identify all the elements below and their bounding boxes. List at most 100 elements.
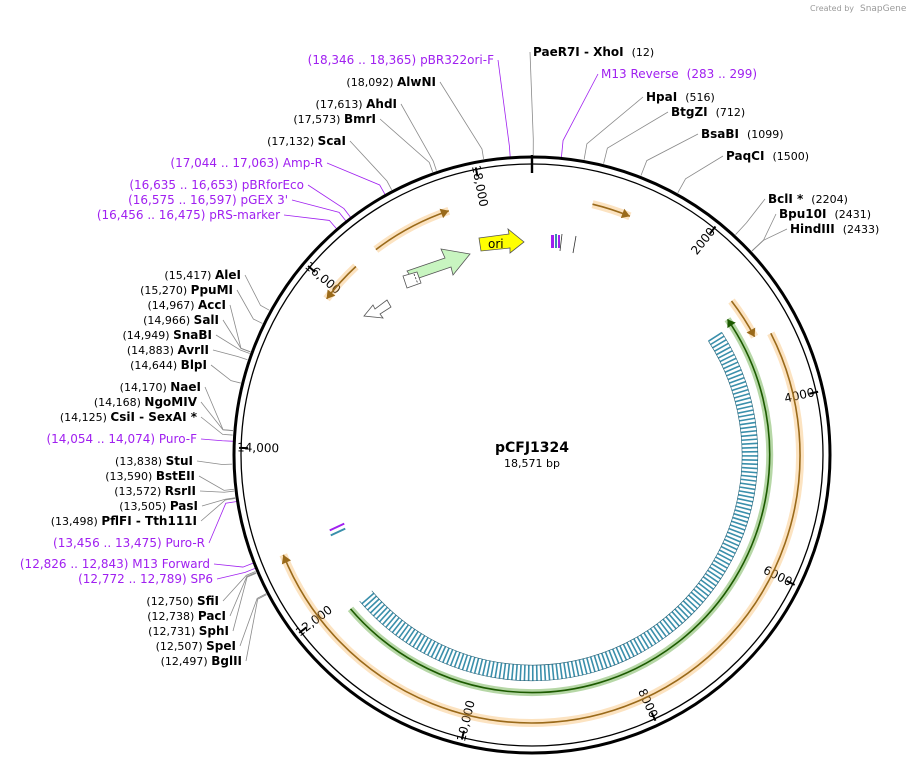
site-label-left-28[interactable]: (12,750) SfiI xyxy=(146,594,219,608)
site-label-left-2[interactable]: (17,613) AhdI xyxy=(316,97,397,111)
repeat-mark xyxy=(732,388,749,395)
repeat-mark xyxy=(713,559,728,570)
repeat-mark xyxy=(649,627,661,643)
leader-BtgZI xyxy=(603,111,669,164)
site-label-left-7[interactable]: (16,575 .. 16,597) pGEX 3' xyxy=(128,193,288,207)
repeat-mark xyxy=(506,663,511,680)
leader-PaeR7I xyxy=(529,51,534,156)
site-label-left-11[interactable]: (14,967) AccI xyxy=(147,298,226,312)
site-position: (14,125) xyxy=(60,411,111,424)
site-label-left-27[interactable]: (12,772 .. 12,789) SP6 xyxy=(78,572,213,586)
site-label-right-5[interactable]: PaqCI(1500) xyxy=(726,149,809,163)
leader-left-11 xyxy=(229,304,251,353)
repeat-mark xyxy=(597,654,604,670)
site-label-left-30[interactable]: (12,731) SphI xyxy=(148,624,229,638)
site-label-left-12[interactable]: (14,966) SalI xyxy=(143,313,219,327)
orange-feature-2[interactable] xyxy=(282,332,801,724)
site-label-left-16[interactable]: (14,170) NaeI xyxy=(120,380,201,394)
repeat-mark xyxy=(735,505,752,511)
site-label-left-21[interactable]: (13,590) BstEII xyxy=(105,469,195,483)
repeat-mark xyxy=(574,660,580,677)
tick-16000 xyxy=(307,265,316,273)
site-label-left-9[interactable]: (15,417) AleI xyxy=(164,268,241,282)
site-label-left-0[interactable]: (18,346 .. 18,365) pBR322ori-F xyxy=(308,53,494,67)
repeat-mark xyxy=(423,639,433,654)
orange-feature-3[interactable] xyxy=(325,265,357,300)
site-name: NaeI xyxy=(170,380,201,394)
repeat-mark xyxy=(731,384,748,392)
site-label-right-2[interactable]: HpaI(516) xyxy=(646,90,715,104)
site-position: (15,270) xyxy=(140,284,191,297)
repeat-mark xyxy=(369,601,383,614)
repeat-mark xyxy=(739,421,756,426)
site-position: (17,132) xyxy=(267,135,318,148)
ori-arrow[interactable] xyxy=(478,227,525,254)
site-label-left-3[interactable]: (17,573) BmrI xyxy=(293,112,376,126)
site-label-right-0[interactable]: PaeR7I - XhoI(12) xyxy=(533,45,654,59)
repeat-mark xyxy=(740,478,757,482)
repeat-mark xyxy=(419,637,429,652)
site-label-left-24[interactable]: (13,498) PflFI - Tth111I xyxy=(51,514,197,528)
site-label-left-4[interactable]: (17,132) ScaI xyxy=(267,134,346,148)
orange-feature-4-head xyxy=(439,208,449,219)
repeat-mark xyxy=(426,640,436,656)
promoter-box[interactable] xyxy=(402,271,422,289)
repeat-mark xyxy=(714,342,729,352)
repeat-mark xyxy=(728,527,744,535)
green-feature-0[interactable] xyxy=(349,318,771,694)
site-position: (16,456 .. 16,475) xyxy=(97,208,209,222)
site-label-left-18[interactable]: (14,125) CsiI - SexAI * xyxy=(60,410,198,424)
orange-feature-0[interactable] xyxy=(592,203,631,218)
site-label-left-14[interactable]: (14,883) AvrII xyxy=(127,343,209,357)
site-name: RsrII xyxy=(165,484,196,498)
repeat-mark xyxy=(486,660,491,677)
repeat-mark xyxy=(378,609,391,623)
site-label-right-4[interactable]: BsaBI(1099) xyxy=(701,127,784,141)
leader-left-12 xyxy=(222,319,251,353)
site-position: (1500) xyxy=(772,150,809,163)
site-label-left-6[interactable]: (16,635 .. 16,653) pBRforEco xyxy=(129,178,304,192)
site-label-left-8[interactable]: (16,456 .. 16,475) pRS-marker xyxy=(97,208,280,222)
site-label-left-31[interactable]: (12,507) SpeI xyxy=(156,639,236,653)
leader-left-1 xyxy=(439,81,484,159)
site-label-left-29[interactable]: (12,738) PacI xyxy=(147,609,226,623)
site-label-right-1[interactable]: M13 Reverse(283 .. 299) xyxy=(601,67,757,81)
site-label-left-32[interactable]: (12,497) BglII xyxy=(161,654,242,668)
site-label-right-7[interactable]: Bpu10I(2431) xyxy=(779,207,871,221)
site-label-left-15[interactable]: (14,644) BlpI xyxy=(130,358,207,372)
site-label-left-19[interactable]: (14,054 .. 14,074) Puro-F xyxy=(46,432,197,446)
leader-left-23 xyxy=(201,497,236,507)
site-label-left-17[interactable]: (14,168) NgoMIV xyxy=(94,395,198,409)
repeat-mark xyxy=(712,338,727,349)
site-label-left-5[interactable]: (17,044 .. 17,063) Amp-R xyxy=(170,156,323,170)
site-position: (14,949) xyxy=(123,329,174,342)
right-site-labels: PaeR7I - XhoI(12) M13 Reverse(283 .. 299)… xyxy=(533,45,879,236)
site-label-right-6[interactable]: BclI *(2204) xyxy=(768,192,848,206)
repeat-mark xyxy=(736,405,753,411)
site-label-left-26[interactable]: (12,826 .. 12,843) M13 Forward xyxy=(20,557,210,571)
repeat-mark xyxy=(415,635,426,650)
site-label-right-8[interactable]: HindIII(2433) xyxy=(790,222,879,236)
repeat-mark xyxy=(734,396,751,403)
repeat-mark xyxy=(469,656,476,673)
site-name: SP6 xyxy=(191,572,214,586)
site-label-left-23[interactable]: (13,505) PasI xyxy=(119,499,198,513)
site-position: (2431) xyxy=(834,208,871,221)
site-label-left-13[interactable]: (14,949) SnaBI xyxy=(123,328,212,342)
site-name: SfiI xyxy=(197,594,219,608)
leader-left-3 xyxy=(379,118,433,173)
orange-feature-1[interactable] xyxy=(730,300,756,338)
site-label-left-20[interactable]: (13,838) StuI xyxy=(115,454,193,468)
leader-left-0 xyxy=(497,59,511,158)
small-white-arrow[interactable] xyxy=(363,299,392,319)
site-label-left-22[interactable]: (13,572) RsrII xyxy=(114,484,196,498)
repeat-mark xyxy=(375,606,388,620)
site-label-left-25[interactable]: (13,456 .. 13,475) Puro-R xyxy=(53,536,205,550)
site-label-right-3[interactable]: BtgZI(712) xyxy=(671,105,745,119)
repeat-mark xyxy=(738,493,755,499)
site-label-left-10[interactable]: (15,270) PpuMI xyxy=(140,283,233,297)
site-name: BmrI xyxy=(344,112,376,126)
leader-left-32 xyxy=(245,594,267,662)
site-label-left-1[interactable]: (18,092) AlwNI xyxy=(346,75,436,89)
site-name: BclI * xyxy=(768,192,804,206)
